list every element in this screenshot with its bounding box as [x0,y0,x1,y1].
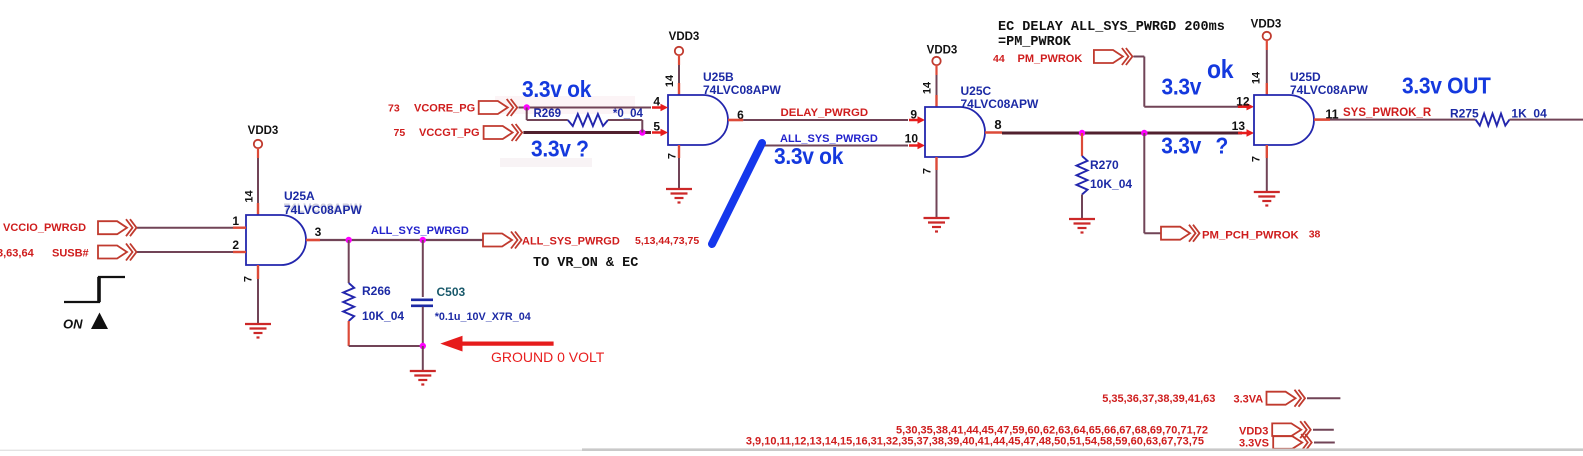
svg-text:3.3VS: 3.3VS [1239,438,1269,450]
svg-text:1K_04: 1K_04 [1511,107,1547,121]
svg-text:VCCIO_PWRGD: VCCIO_PWRGD [3,222,86,234]
svg-text:75: 75 [394,127,406,139]
svg-text:2: 2 [232,238,239,252]
svg-text:R275: R275 [1450,107,1479,121]
svg-text:12: 12 [1236,95,1250,109]
svg-text:*0.1u_10V_X7R_04: *0.1u_10V_X7R_04 [435,311,531,323]
svg-text:38: 38 [1309,229,1321,241]
svg-text:U25C: U25C [961,84,992,98]
svg-text:3,63,64: 3,63,64 [0,248,35,260]
svg-text:VCORE_PG: VCORE_PG [414,103,475,115]
svg-text:VDD3: VDD3 [1251,19,1282,31]
svg-text:14: 14 [664,74,676,87]
svg-text:74LVC08APW: 74LVC08APW [1290,83,1368,97]
svg-text:7: 7 [922,168,934,174]
svg-text:C503: C503 [437,285,466,299]
svg-text:8: 8 [994,117,1001,132]
svg-text:3.3v ok: 3.3v ok [774,143,844,169]
svg-text:3.3v: 3.3v [1161,132,1202,158]
svg-text:VDD3: VDD3 [1239,426,1268,438]
svg-text:U25D: U25D [1290,70,1321,84]
svg-text:DELAY_PWRGD: DELAY_PWRGD [781,107,869,119]
svg-text:44: 44 [993,53,1005,65]
svg-text:=PM_PWROK: =PM_PWROK [998,35,1072,50]
svg-text:R266: R266 [362,284,391,298]
svg-text:?: ? [1216,132,1229,158]
svg-text:5,35,36,37,38,39,41,63: 5,35,36,37,38,39,41,63 [1102,393,1215,405]
svg-text:5: 5 [653,120,660,134]
svg-text:5,30,35,38,41,44,45,47,59,60,6: 5,30,35,38,41,44,45,47,59,60,62,63,64,65… [896,425,1208,437]
svg-text:3.3v OUT: 3.3v OUT [1402,72,1491,98]
svg-text:73: 73 [388,103,400,115]
svg-text:9: 9 [910,108,917,122]
svg-text:1: 1 [232,214,239,228]
svg-text:SUSB#: SUSB# [52,248,89,260]
svg-text:*0_04: *0_04 [613,108,644,120]
svg-text:R269: R269 [534,108,562,120]
svg-text:5,13,44,73,75: 5,13,44,73,75 [635,235,699,247]
svg-text:7: 7 [1251,156,1263,162]
svg-text:14: 14 [244,190,256,203]
svg-text:13: 13 [1232,119,1246,133]
svg-text:7: 7 [667,153,679,159]
svg-text:3,9,10,11,12,13,14,15,16,31,32: 3,9,10,11,12,13,14,15,16,31,32,35,37,38,… [746,436,1204,448]
svg-text:74LVC08APW: 74LVC08APW [703,83,781,97]
svg-text:74LVC08APW: 74LVC08APW [284,201,362,215]
svg-text:3.3VA: 3.3VA [1234,394,1264,406]
svg-text:ON: ON [63,317,83,332]
svg-text:VCCGT_PG: VCCGT_PG [419,127,480,139]
svg-text:ALL_SYS_PWRGD: ALL_SYS_PWRGD [522,236,620,248]
svg-text:10K_04: 10K_04 [1090,177,1132,191]
svg-text:4: 4 [653,95,660,109]
svg-text:GROUND 0 VOLT: GROUND 0 VOLT [491,349,605,365]
svg-text:R270: R270 [1090,158,1119,172]
svg-text:U25B: U25B [703,70,734,84]
svg-text:PM_PWROK: PM_PWROK [1018,53,1083,65]
svg-text:SYS_PWROK_R: SYS_PWROK_R [1343,107,1432,119]
svg-text:3: 3 [315,225,322,239]
svg-text:3.3v ok: 3.3v ok [522,76,592,102]
svg-text:3.3v ?: 3.3v ? [531,135,589,161]
svg-text:PM_PCH_PWROK: PM_PCH_PWROK [1202,230,1300,242]
svg-text:10K_04: 10K_04 [362,309,404,323]
svg-text:TO VR_ON & EC: TO VR_ON & EC [533,256,638,271]
svg-text:11: 11 [1325,108,1338,122]
svg-text:VDD3: VDD3 [248,125,279,137]
svg-text:EC DELAY ALL_SYS_PWRGD 200ms: EC DELAY ALL_SYS_PWRGD 200ms [998,20,1225,35]
svg-text:U25A: U25A [284,189,315,203]
svg-text:14: 14 [922,81,934,94]
svg-text:VDD3: VDD3 [669,31,700,43]
svg-text:ALL_SYS_PWRGD: ALL_SYS_PWRGD [780,133,878,145]
svg-text:VDD3: VDD3 [927,45,958,57]
svg-text:74LVC08APW: 74LVC08APW [284,203,362,217]
svg-text:7: 7 [243,276,255,282]
svg-text:10: 10 [905,132,919,146]
svg-text:6: 6 [737,108,744,122]
svg-text:ok: ok [1207,56,1234,84]
svg-text:ALL_SYS_PWRGD: ALL_SYS_PWRGD [371,225,469,237]
svg-text:74LVC08APW: 74LVC08APW [961,97,1039,111]
svg-text:3.3v: 3.3v [1162,73,1203,99]
svg-text:14: 14 [1251,71,1263,84]
